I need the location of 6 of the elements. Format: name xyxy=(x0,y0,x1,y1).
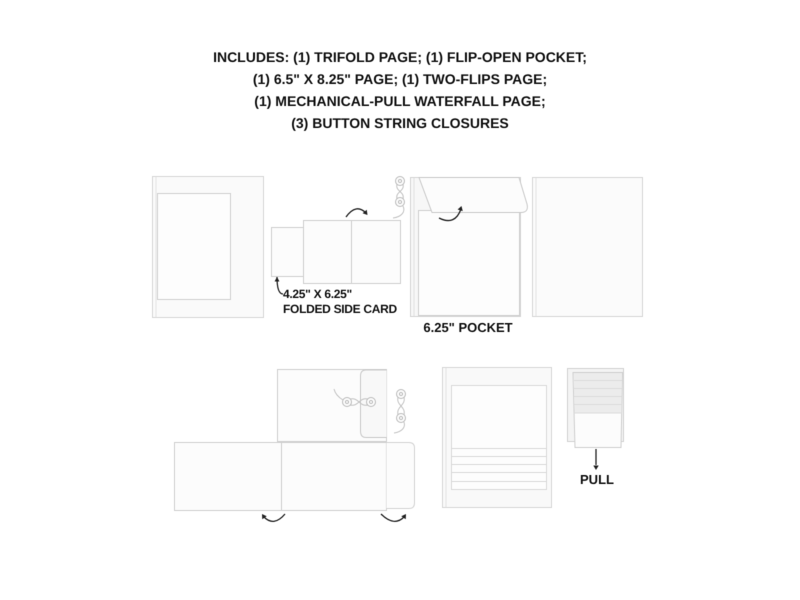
side-card-panel xyxy=(271,227,304,277)
size-caption: 4.25" X 6.25" FOLDED SIDE CARD xyxy=(283,287,407,319)
heading: INCLUDES: (1) TRIFOLD PAGE; (1) FLIP-OPEN POCKET; (1) 6.5" X 8.25" PAGE; (1) TWO-FLIPS PAGE; (1) MECHANICAL-PULL WATERFALL PAGE; (3) BUTTON STRING CLOSURES xyxy=(213,48,587,133)
pull-caption: PULL xyxy=(580,472,614,488)
leader-arrow xyxy=(274,276,284,295)
size-caption: 6.25" POCKET xyxy=(423,320,513,336)
